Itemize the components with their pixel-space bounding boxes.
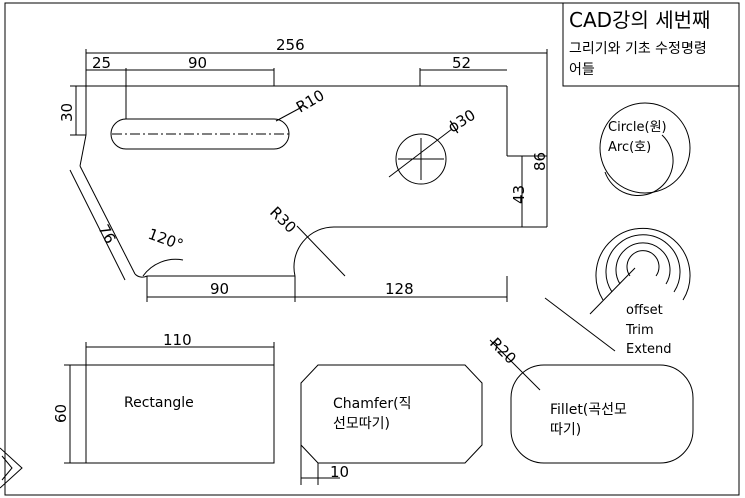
trim-label: Trim [625,323,654,338]
bottom-right-label: 128 [385,280,414,298]
angle-label: 120° [146,225,186,254]
offset-example: offset Trim Extend [544,227,691,357]
extend-label: Extend [626,342,672,357]
slot-radius-label: R10 [293,86,328,116]
fillet-example-radius-label: R20 [486,334,520,368]
notch-height-label: 43 [510,185,528,204]
bottom-left-label: 90 [210,280,229,298]
hole-diameter-label: ϕ30 [445,106,479,137]
rectangle-height-label: 60 [52,404,70,423]
ucs-icon [0,447,23,489]
fillet-radius-label: R30 [266,203,300,237]
rectangle-width-label: 110 [163,331,192,349]
offset-label: offset [626,303,663,318]
fillet-label-2: 따기) [550,422,581,438]
overall-width-label: 256 [276,36,305,54]
fillet-dimension: R30 [266,203,346,277]
top-height-label: 30 [58,103,76,122]
drawing-border [4,2,740,496]
bottom-dimensions: 90 128 [146,276,508,302]
left-dimension: 30 [58,85,86,136]
hole: ϕ30 [388,106,479,185]
slant-dimension: 76 120° [69,169,186,281]
chamfer-size-label: 10 [330,463,349,481]
subtitle-line-2: 어들 [569,62,595,78]
rectangle-label: Rectangle [124,395,194,411]
title-block: CAD강의 세번째 그리기와 기초 수정명령 어들 [562,3,739,87]
circle-arc-example: Circle(원) Arc(호) [599,102,691,197]
left-offset-label: 25 [92,54,111,72]
chamfer-example: 10 Chamfer(직 선모따기) [300,364,483,485]
circle-label: Circle(원) [608,120,667,135]
right-offset-label: 52 [452,54,471,72]
top-dimensions: 256 25 90 52 [85,36,548,119]
chamfer-label-1: Chamfer(직 [333,396,412,412]
slot: R10 [110,86,328,150]
slant-length-label: 76 [94,221,119,246]
fillet-label-1: Fillet(곡선모 [550,402,627,418]
chamfer-label-2: 선모따기) [333,416,390,432]
rectangle-example: 110 60 Rectangle [52,331,275,464]
main-part-outline [79,85,548,278]
subtitle-line-1: 그리기와 기초 수정명령 [569,41,707,57]
right-height-label: 86 [531,152,549,171]
slot-length-label: 90 [188,54,207,72]
right-dimensions: 86 43 [510,86,549,227]
title-text: CAD강의 세번째 [569,8,710,32]
arc-label: Arc(호) [608,140,651,155]
